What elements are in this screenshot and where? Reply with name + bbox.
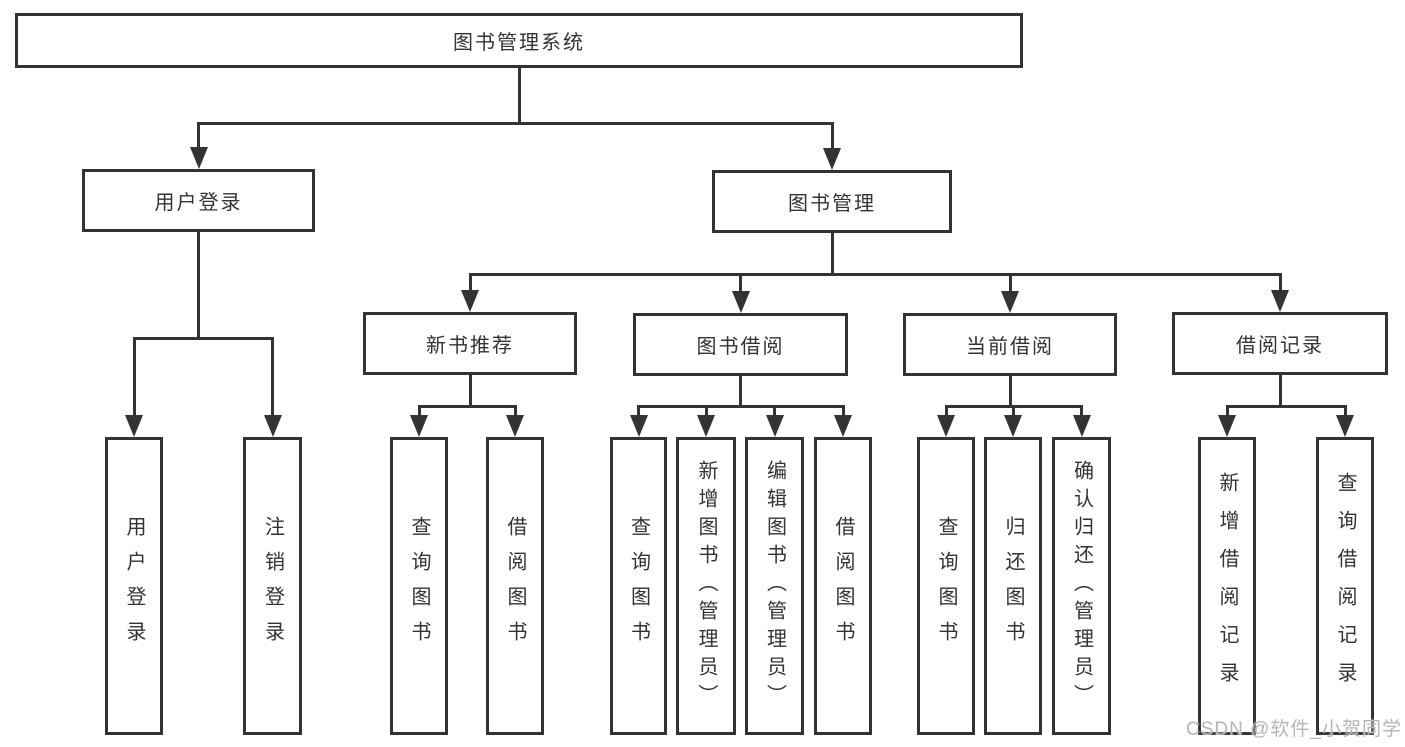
arrow-down-icon (765, 415, 784, 437)
arrow-down-icon (1218, 415, 1236, 437)
arrow-down-icon (823, 148, 841, 170)
node-br-add: 新增借阅记录 (1198, 437, 1256, 735)
node-label: 查询借阅记录 (1334, 472, 1356, 700)
connector-line-vertical (1080, 405, 1083, 421)
node-label: 归还图书 (1002, 516, 1024, 656)
arrow-down-icon (697, 415, 715, 437)
node-cb-confirm: 确认归还（管理员） (1052, 437, 1111, 735)
arrow-down-icon (1004, 415, 1022, 437)
arrow-down-icon (189, 147, 208, 169)
node-label: 确认归还（管理员） (1070, 460, 1093, 712)
connector-line-vertical (944, 405, 948, 421)
arrow-down-icon (937, 415, 955, 437)
node-nb-borrow: 借阅图书 (486, 437, 544, 735)
connector-line-vertical (468, 273, 472, 296)
connector-line-vertical (830, 122, 834, 154)
node-logout-v: 注销登录 (243, 437, 302, 735)
node-bb-add: 新增图书（管理员） (676, 437, 736, 735)
connector-line-vertical (1011, 405, 1015, 421)
arrow-down-icon (629, 415, 648, 437)
connector-line-vertical (704, 405, 708, 421)
node-label: 借阅图书 (504, 516, 526, 656)
arrow-down-icon (1336, 415, 1354, 437)
node-book-mgmt: 图书管理 (712, 170, 952, 233)
arrow-down-icon (410, 415, 428, 437)
node-label: 注销登录 (261, 516, 284, 656)
connector-line-vertical (830, 233, 834, 276)
arrow-down-icon (461, 290, 479, 312)
node-cb-return: 归还图书 (984, 437, 1042, 735)
connector-line-vertical (197, 122, 200, 153)
watermark-text: CSDN @软件_小贺同学 (1186, 719, 1402, 740)
node-label: 编辑图书（管理员） (763, 460, 786, 712)
node-cb-query: 查询图书 (917, 437, 975, 735)
node-label: 用户登录 (123, 516, 145, 656)
node-bb-query: 查询图书 (610, 437, 667, 735)
connector-line-vertical (1225, 405, 1229, 421)
connector-line-horizontal (637, 405, 845, 408)
connector-line-vertical (271, 337, 274, 421)
connector-line-vertical (1343, 405, 1347, 421)
connector-line-vertical (197, 232, 200, 340)
node-label: 用户登录 (154, 192, 243, 214)
connector-line-vertical (739, 376, 742, 408)
node-label: 查询图书 (408, 516, 430, 656)
connector-line-vertical (739, 273, 742, 297)
connector-line-vertical (773, 405, 776, 421)
connector-line-vertical (513, 405, 517, 421)
node-bb-borrow: 借阅图书 (814, 437, 872, 735)
node-label: 借阅图书 (832, 516, 854, 656)
node-label: 借阅记录 (1236, 335, 1324, 357)
connector-line-vertical (637, 405, 640, 421)
node-label: 新书推荐 (426, 335, 514, 357)
connector-line-vertical (468, 375, 472, 408)
arrow-down-icon (263, 415, 282, 437)
connector-line-vertical (1008, 273, 1012, 297)
node-root: 图书管理系统 (15, 13, 1023, 68)
arrow-down-icon (1001, 291, 1019, 313)
arrow-down-icon (834, 415, 852, 437)
node-label: 查询图书 (627, 516, 650, 656)
node-label: 图书借阅 (696, 336, 785, 358)
connector-line-horizontal (197, 122, 834, 125)
node-label: 新增借阅记录 (1216, 472, 1238, 700)
node-user-login-v: 用户登录 (105, 437, 163, 735)
connector-line-vertical (417, 405, 421, 421)
node-label: 图书管理 (788, 193, 876, 215)
connector-line-vertical (841, 405, 845, 421)
connector-line-vertical (132, 337, 136, 421)
arrow-down-icon (731, 291, 750, 313)
node-nb-query: 查询图书 (390, 437, 448, 735)
node-label: 新增图书（管理员） (695, 460, 717, 712)
arrow-down-icon (1271, 290, 1289, 312)
node-br-query: 查询借阅记录 (1316, 437, 1374, 735)
node-label: 当前借阅 (966, 336, 1054, 358)
connector-line-horizontal (417, 405, 517, 408)
connector-line-vertical (1278, 273, 1282, 296)
node-label: 图书管理系统 (453, 32, 585, 54)
node-book-borrow: 图书借阅 (633, 313, 848, 376)
node-user-login: 用户登录 (82, 169, 315, 232)
arrow-down-icon (1072, 415, 1091, 437)
connector-line-horizontal (132, 337, 274, 340)
arrow-down-icon (506, 415, 524, 437)
connector-line-horizontal (1225, 405, 1347, 408)
node-current-borrow: 当前借阅 (903, 313, 1117, 376)
node-new-books: 新书推荐 (363, 312, 577, 375)
connector-line-vertical (1278, 375, 1282, 408)
node-label: 查询图书 (935, 516, 957, 656)
connector-line-horizontal (468, 273, 1282, 276)
node-bb-edit: 编辑图书（管理员） (745, 437, 804, 735)
connector-line-vertical (1008, 376, 1012, 408)
connector-line-vertical (517, 68, 521, 125)
node-borrow-records: 借阅记录 (1172, 312, 1388, 375)
arrow-down-icon (125, 415, 143, 437)
